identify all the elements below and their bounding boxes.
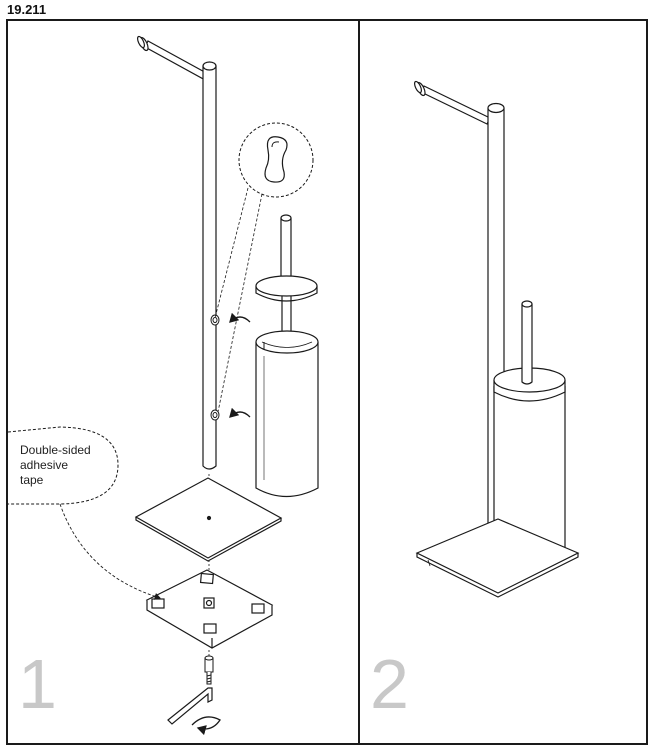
model-code-label: 19.211 xyxy=(7,2,47,17)
callout-pointer-arrow xyxy=(59,503,161,600)
screw xyxy=(204,655,214,685)
callout-line-3: tape xyxy=(20,473,44,487)
panel-2-frame xyxy=(358,19,648,745)
base-plate xyxy=(134,477,283,562)
brush-container xyxy=(255,330,319,497)
step-number-1: 1 xyxy=(18,645,57,723)
callout-line-2: adhesive xyxy=(20,458,68,472)
base-plate xyxy=(415,518,580,598)
step-number-2: 2 xyxy=(370,645,409,723)
hook-detail-inner xyxy=(271,141,280,148)
roll-holder-arm xyxy=(136,35,211,82)
callout-bubble xyxy=(7,426,119,505)
brush-handle xyxy=(280,214,292,283)
mount-knob-upper xyxy=(210,314,220,326)
callout-line-1: Double-sided xyxy=(20,443,91,457)
mount-knob-lower xyxy=(210,409,220,421)
rotate-arrow-icon xyxy=(229,312,251,323)
mounting-block xyxy=(145,569,274,649)
panel-step-1: Double-sided adhesive tape 1 xyxy=(6,19,360,745)
allen-key-icon xyxy=(167,687,213,725)
panel-step-2: 2 xyxy=(358,19,648,745)
roll-holder-arm xyxy=(413,80,491,125)
detail-leader-line xyxy=(217,193,263,413)
hook-detail-icon xyxy=(264,136,288,183)
detail-leader-line xyxy=(214,187,249,319)
rotate-arrow-icon xyxy=(191,716,221,736)
rotate-arrow-icon xyxy=(229,407,251,418)
main-pole xyxy=(202,61,217,470)
brush-lid xyxy=(255,275,318,340)
brush-handle xyxy=(521,300,533,385)
